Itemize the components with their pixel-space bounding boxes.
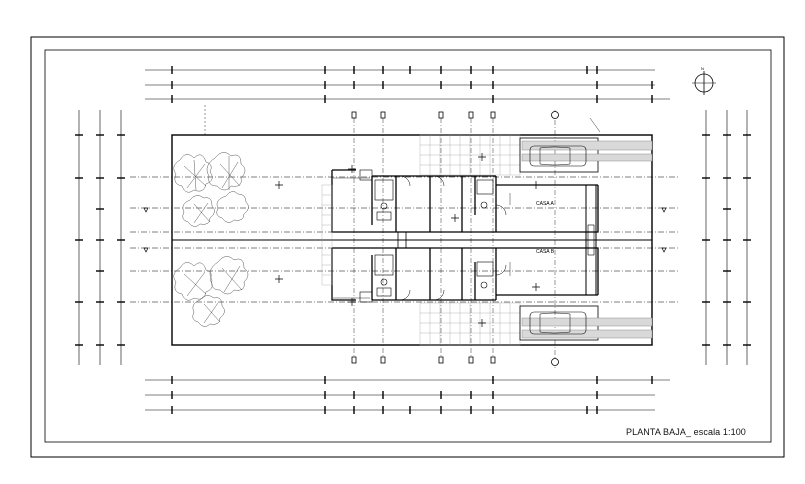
misc-detail-lines bbox=[204, 105, 601, 299]
bottom-dimension-ticks bbox=[171, 376, 653, 414]
garage-house-a bbox=[519, 137, 653, 173]
garden-trees bbox=[173, 152, 249, 327]
doors bbox=[399, 175, 507, 301]
house-b-label: CASA B bbox=[536, 249, 555, 255]
drawing-caption: PLANTA BAJA_ escala 1:100 bbox=[626, 427, 746, 437]
sheet-outer-border bbox=[30, 36, 785, 458]
front-facade bbox=[585, 184, 597, 296]
car-icon bbox=[529, 145, 587, 167]
central-passage bbox=[332, 231, 598, 249]
top-dimension-ticks bbox=[171, 66, 653, 103]
right-dimension-ticks bbox=[702, 134, 751, 346]
bathroom-fixtures bbox=[359, 169, 494, 303]
left-dimension-lines bbox=[78, 110, 122, 365]
left-dimension-ticks bbox=[75, 134, 125, 346]
sheet-inner-border bbox=[44, 49, 772, 443]
front-facade-detail bbox=[587, 224, 595, 256]
bottom-dimension-lines bbox=[145, 379, 670, 411]
side-axis-symbols bbox=[143, 207, 667, 253]
level-markers bbox=[275, 153, 540, 327]
car-icon bbox=[529, 311, 587, 335]
paving-tiles bbox=[321, 134, 521, 346]
right-dimension-lines bbox=[705, 110, 748, 365]
svg-text:N: N bbox=[701, 66, 704, 71]
axis-markers bbox=[351, 111, 559, 366]
garage-house-b bbox=[519, 305, 653, 341]
house-a-label: CASA A bbox=[536, 201, 554, 207]
top-dimension-lines bbox=[145, 69, 670, 100]
north-arrow-icon: N bbox=[692, 66, 716, 95]
